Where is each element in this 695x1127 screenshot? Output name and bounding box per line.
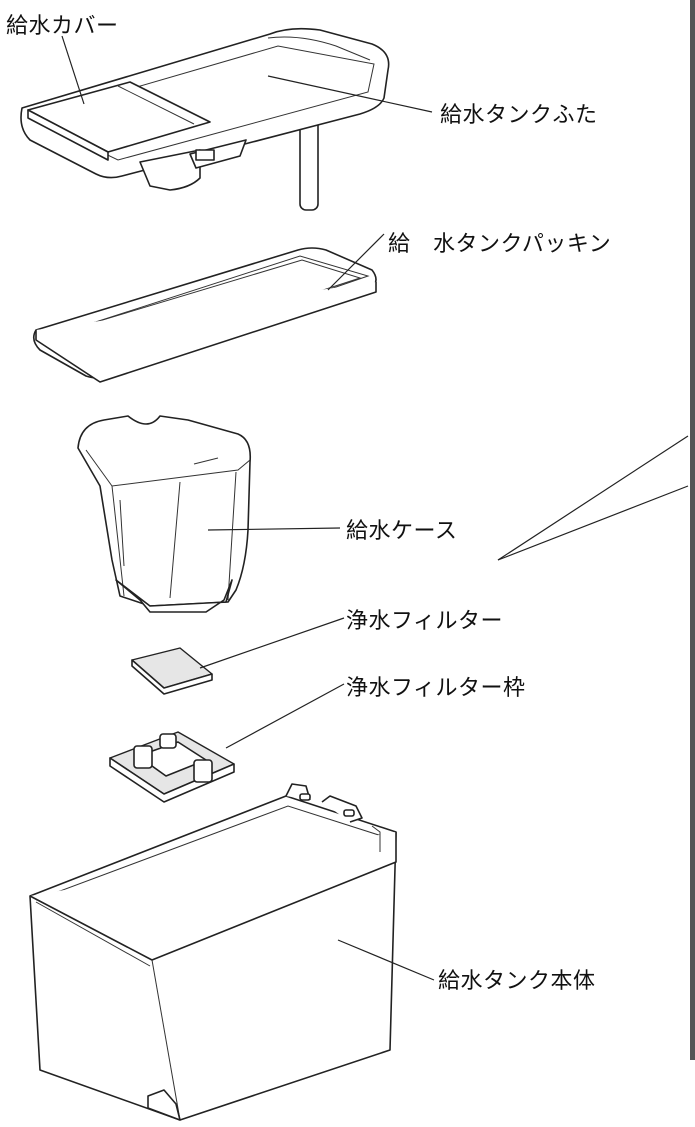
leader-lines — [61, 35, 689, 981]
label-cover: 給水カバー — [6, 14, 119, 39]
tank-lid-drawing — [20, 27, 390, 211]
tank-body-drawing — [29, 783, 397, 1121]
label-tank-body: 給水タンク本体 — [438, 969, 596, 994]
packing-drawing — [32, 247, 377, 383]
page-edge-bar — [690, 0, 695, 1060]
label-tank-packing: 給 水タンクパッキン — [388, 232, 612, 257]
label-case: 給水ケース — [346, 519, 458, 544]
label-filter: 浄水フィルター — [346, 609, 504, 634]
case-drawing — [77, 415, 252, 613]
label-filter-frame: 浄水フィルター枠 — [346, 676, 526, 701]
label-tank-lid: 給水タンクふた — [440, 103, 598, 128]
filter-drawing — [131, 647, 213, 695]
filter-frame-drawing — [109, 731, 235, 803]
